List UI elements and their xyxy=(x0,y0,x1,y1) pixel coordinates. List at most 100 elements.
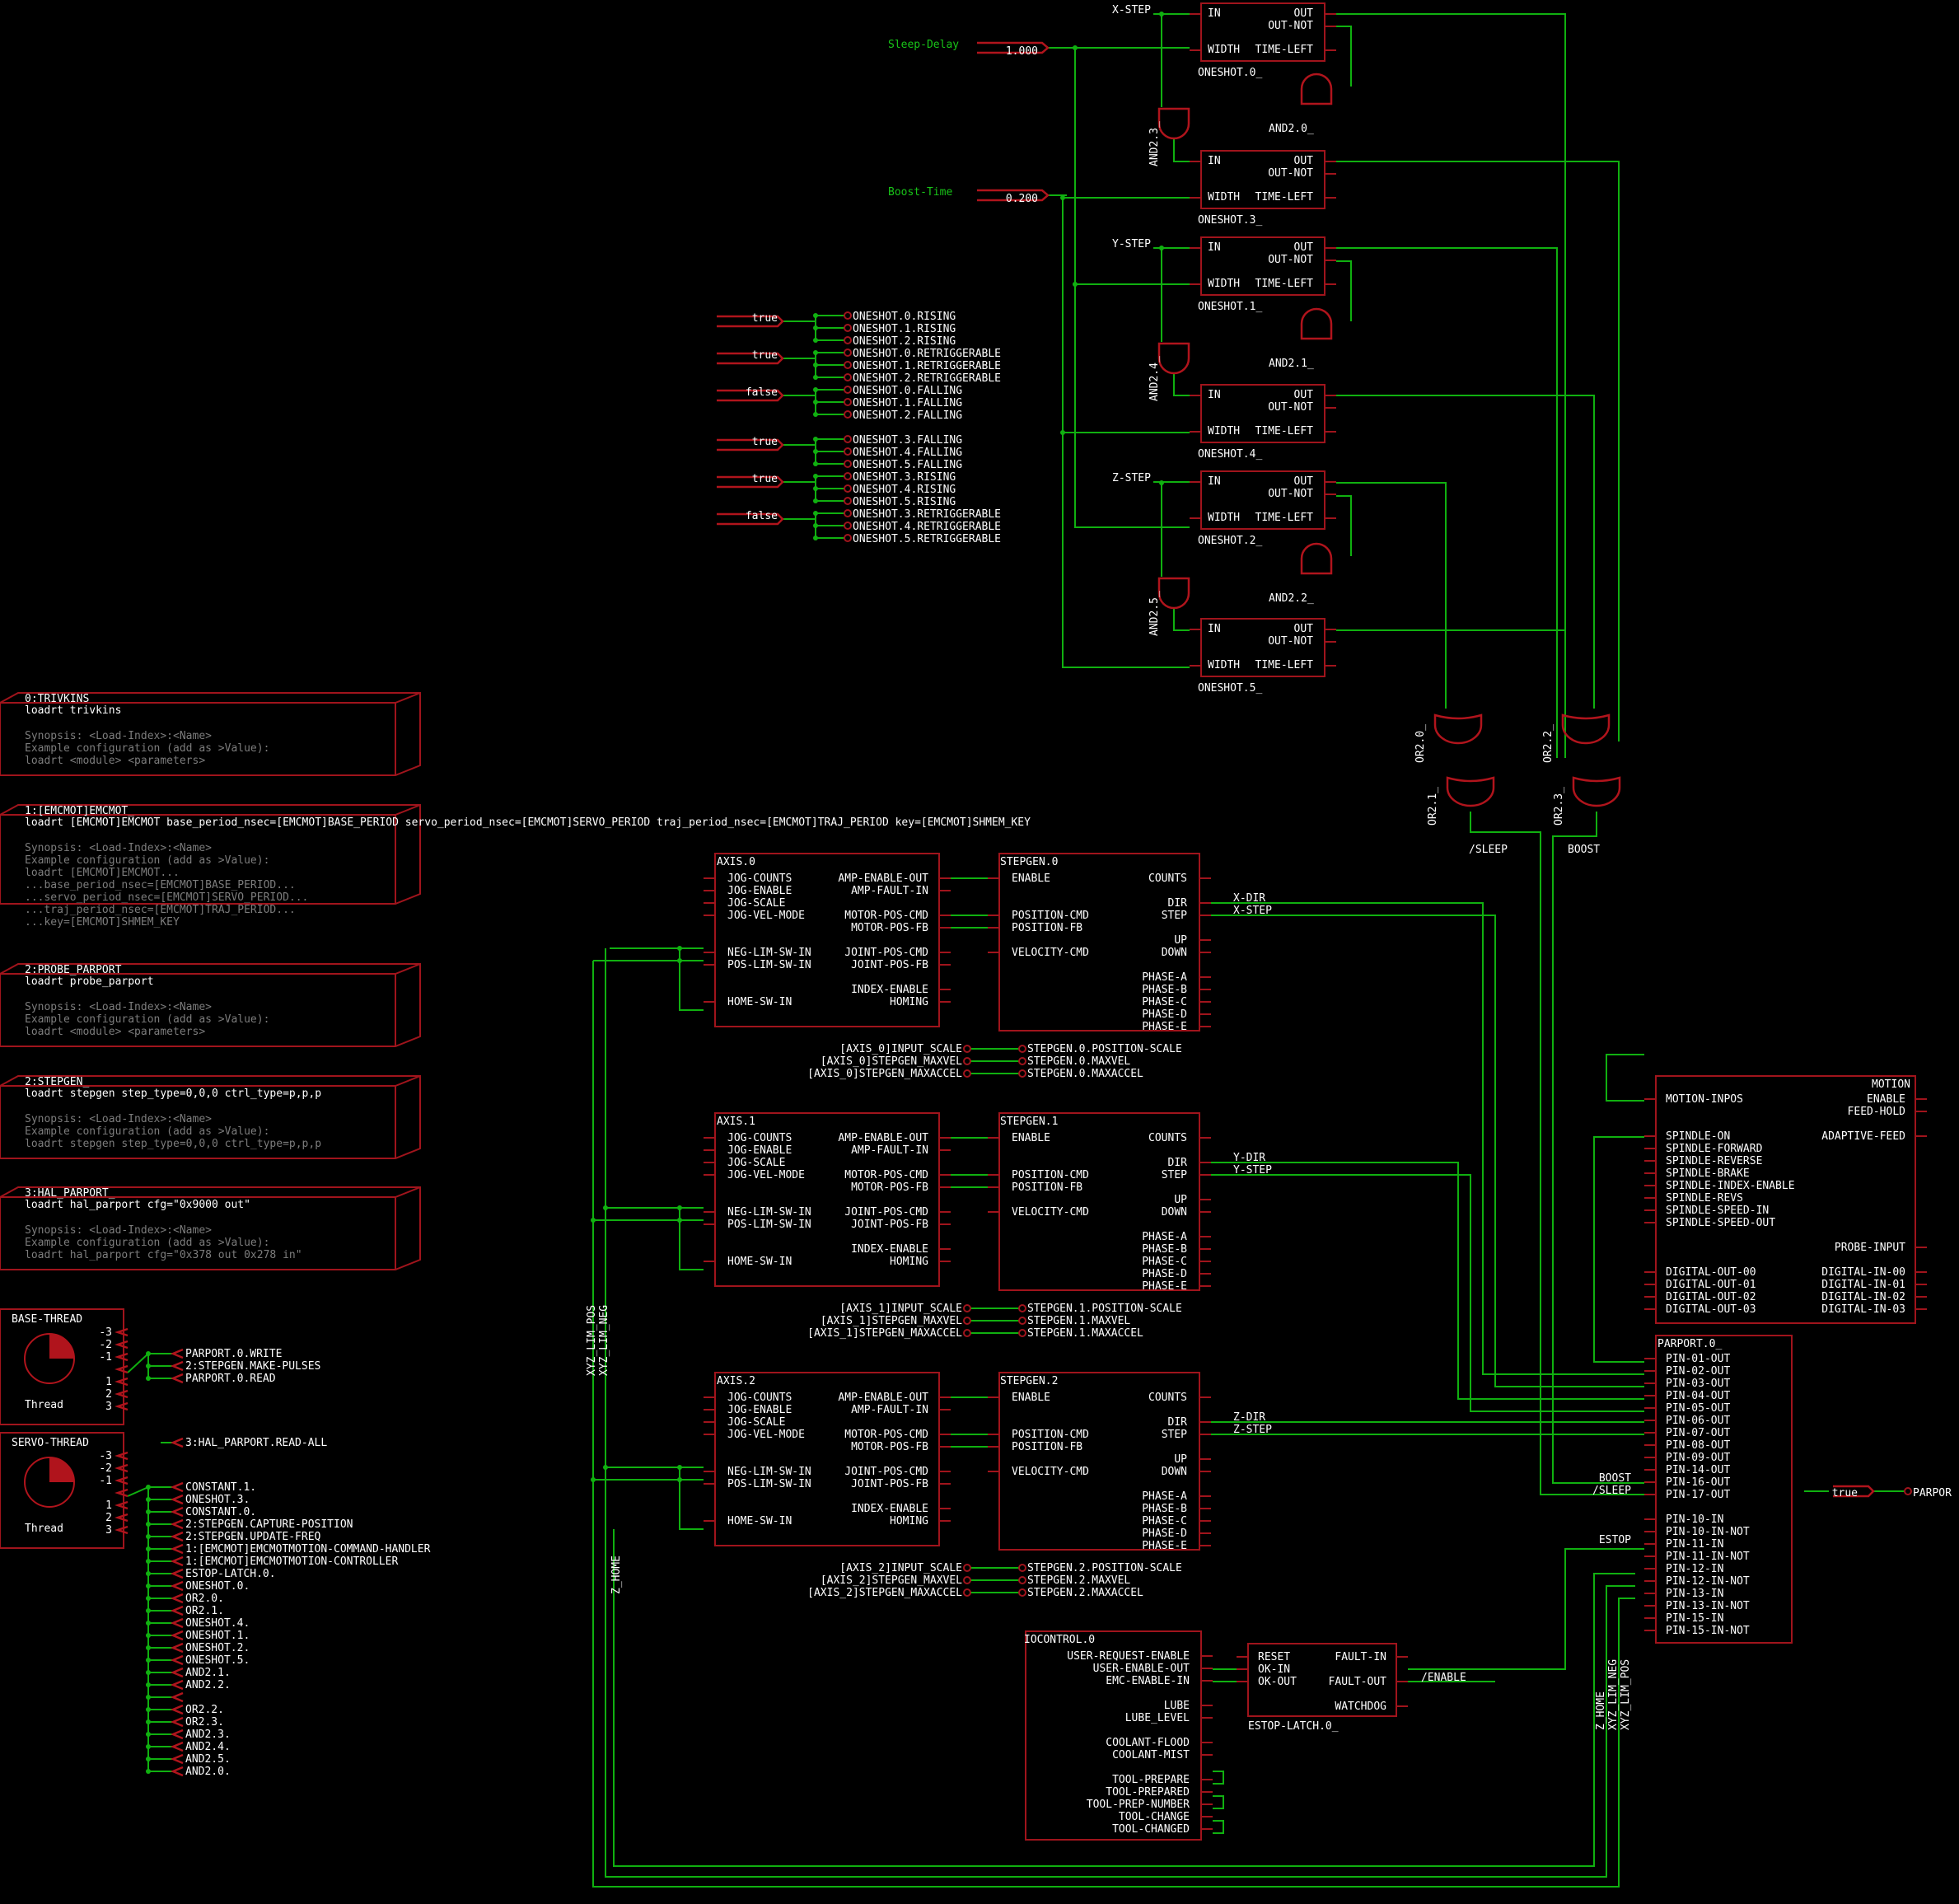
iocontrol-block[interactable] xyxy=(1025,1630,1202,1841)
thread-slot-arrow xyxy=(115,1377,129,1387)
fan-endpoint xyxy=(844,509,852,517)
stepgen-block[interactable] xyxy=(998,1372,1200,1551)
stepgen-param: STEPGEN.2.MAXACCEL xyxy=(1027,1587,1143,1599)
oneshot-block[interactable] xyxy=(1200,150,1325,209)
thread-function: 1:[EMCMOT]EMCMOTMOTION-CONTROLLER xyxy=(185,1555,398,1568)
fan-endpoint xyxy=(844,311,852,320)
estop-latch-block[interactable] xyxy=(1247,1643,1397,1717)
motion-block[interactable] xyxy=(1655,1075,1916,1324)
thread-function: ONESHOT.2. xyxy=(185,1642,250,1654)
module-comment: loadrt stepgen step_type=0,0,0 ctrl_type… xyxy=(25,1138,321,1150)
parport-param-value: true xyxy=(1832,1487,1858,1499)
xyz-lim-neg-bus xyxy=(605,948,1635,1878)
or-gate-body xyxy=(1561,713,1611,745)
motion-pin-left: SPINDLE-REVS xyxy=(1666,1192,1743,1205)
param-target: ONESHOT.0.RISING xyxy=(853,311,956,323)
thread-slot-arrow xyxy=(115,1389,129,1399)
function-arrow xyxy=(170,1630,184,1641)
axis-title: AXIS.2 xyxy=(717,1375,755,1387)
stepgen-param: STEPGEN.0.POSITION-SCALE xyxy=(1027,1043,1182,1055)
stepgen-pin-right: PHASE-D xyxy=(1142,1268,1187,1280)
stepgen-param: STEPGEN.1.POSITION-SCALE xyxy=(1027,1303,1182,1315)
thread-slot: 2 xyxy=(105,1388,112,1401)
param-target: ONESHOT.5.RETRIGGERABLE xyxy=(853,533,1001,545)
estop-pin-left: OK-OUT xyxy=(1258,1676,1297,1688)
iocontrol-pin: USER-REQUEST-ENABLE xyxy=(1067,1650,1190,1663)
fan-endpoint xyxy=(844,522,852,530)
stepgen-block[interactable] xyxy=(998,853,1200,1032)
hal-readall-label: 3:HAL_PARPORT.READ-ALL xyxy=(185,1437,327,1449)
param-box xyxy=(717,438,784,451)
junction-dot xyxy=(1060,430,1065,435)
stepgen-pin-right: STEP xyxy=(1162,1169,1187,1181)
out-wire xyxy=(1336,482,1447,709)
parport-block[interactable] xyxy=(1655,1335,1793,1644)
axis-pin-left: JOG-VEL-MODE xyxy=(727,1429,805,1441)
estop-pin-right: FAULT-OUT xyxy=(1329,1676,1387,1688)
thread-slot-arrow xyxy=(115,1401,129,1411)
parport-pin: PIN-12-IN-NOT xyxy=(1666,1575,1750,1588)
motion-pin-left: SPINDLE-ON xyxy=(1666,1130,1730,1143)
oneshot-block[interactable] xyxy=(1200,2,1325,62)
stepgen-pin-right: STEP xyxy=(1162,910,1187,922)
oneshot-pin-in: IN xyxy=(1208,241,1221,254)
fan-endpoint xyxy=(844,484,852,493)
outnot-wire xyxy=(1336,26,1352,87)
stepgen-pin-right: PHASE-D xyxy=(1142,1527,1187,1540)
oneshot-block[interactable] xyxy=(1200,470,1325,530)
axis-block[interactable] xyxy=(714,1372,940,1546)
function-arrow xyxy=(170,1679,184,1691)
stepgen-title: STEPGEN.1 xyxy=(1000,1116,1058,1128)
function-arrow xyxy=(170,1568,184,1579)
stepgen-pin-right: PHASE-A xyxy=(1142,971,1187,984)
oneshot-block[interactable] xyxy=(1200,384,1325,443)
thread-function: 2:STEPGEN.CAPTURE-POSITION xyxy=(185,1518,353,1531)
function-arrow xyxy=(170,1605,184,1616)
module-box[interactable] xyxy=(0,1075,421,1159)
module-box[interactable] xyxy=(0,692,421,776)
axis-block[interactable] xyxy=(714,853,940,1027)
out-wire xyxy=(1336,161,1620,741)
parport-pin: PIN-15-IN xyxy=(1666,1612,1723,1625)
oneshot-block[interactable] xyxy=(1200,618,1325,677)
axis-block[interactable] xyxy=(714,1112,940,1287)
function-arrow xyxy=(170,1642,184,1654)
stepgen-pin-left: VELOCITY-CMD xyxy=(1012,1466,1089,1478)
parport-pin: PIN-15-IN-NOT xyxy=(1666,1625,1750,1637)
param-target: ONESHOT.2.RISING xyxy=(853,335,956,348)
out-wire xyxy=(1336,395,1595,709)
junction-dot xyxy=(1060,195,1065,200)
param-endpoint xyxy=(963,1329,971,1337)
axis-pin-right: MOTOR-POS-FB xyxy=(851,1441,928,1453)
stepgen-block[interactable] xyxy=(998,1112,1200,1291)
parport-pin: PIN-16-OUT xyxy=(1666,1476,1730,1489)
function-arrow xyxy=(170,1481,184,1493)
param-endpoint xyxy=(1018,1564,1026,1572)
sleep-delay-bus xyxy=(1067,47,1190,528)
module-cmd: loadrt trivkins xyxy=(25,704,121,717)
axis-title: AXIS.1 xyxy=(717,1116,755,1128)
oneshot-block[interactable] xyxy=(1200,236,1325,296)
param-group-value: true xyxy=(752,349,778,362)
param-endpoint xyxy=(1018,1057,1026,1065)
stepgen-pin-right: UP xyxy=(1174,1194,1187,1206)
estop-latch-title: ESTOP-LATCH.0_ xyxy=(1248,1720,1339,1733)
axis-pin-right: MOTOR-POS-CMD xyxy=(844,910,928,922)
stepgen-pin-right: STEP xyxy=(1162,1429,1187,1441)
oneshot-pin-out: OUT xyxy=(1294,623,1314,635)
module-box[interactable] xyxy=(0,1186,421,1270)
function-arrow xyxy=(170,1741,184,1752)
param-target: ONESHOT.4.RETRIGGERABLE xyxy=(853,521,1001,533)
module-box[interactable] xyxy=(0,963,421,1047)
parport-pin: PIN-12-IN xyxy=(1666,1563,1723,1575)
thread-function: CONSTANT.1. xyxy=(185,1481,256,1494)
stepgen-pin-right: DIR xyxy=(1168,897,1188,910)
axis-pin-right: AMP-ENABLE-OUT xyxy=(838,1132,928,1144)
param-target: ONESHOT.5.RISING xyxy=(853,496,956,508)
param-endpoint xyxy=(1018,1329,1026,1337)
oneshot-pin-in: IN xyxy=(1208,623,1221,635)
axis-pin-right: JOINT-POS-FB xyxy=(851,959,928,971)
iocontrol-title: IOCONTROL.0 xyxy=(1024,1634,1095,1646)
junction-dot xyxy=(603,1205,608,1210)
module-box[interactable] xyxy=(0,804,421,905)
